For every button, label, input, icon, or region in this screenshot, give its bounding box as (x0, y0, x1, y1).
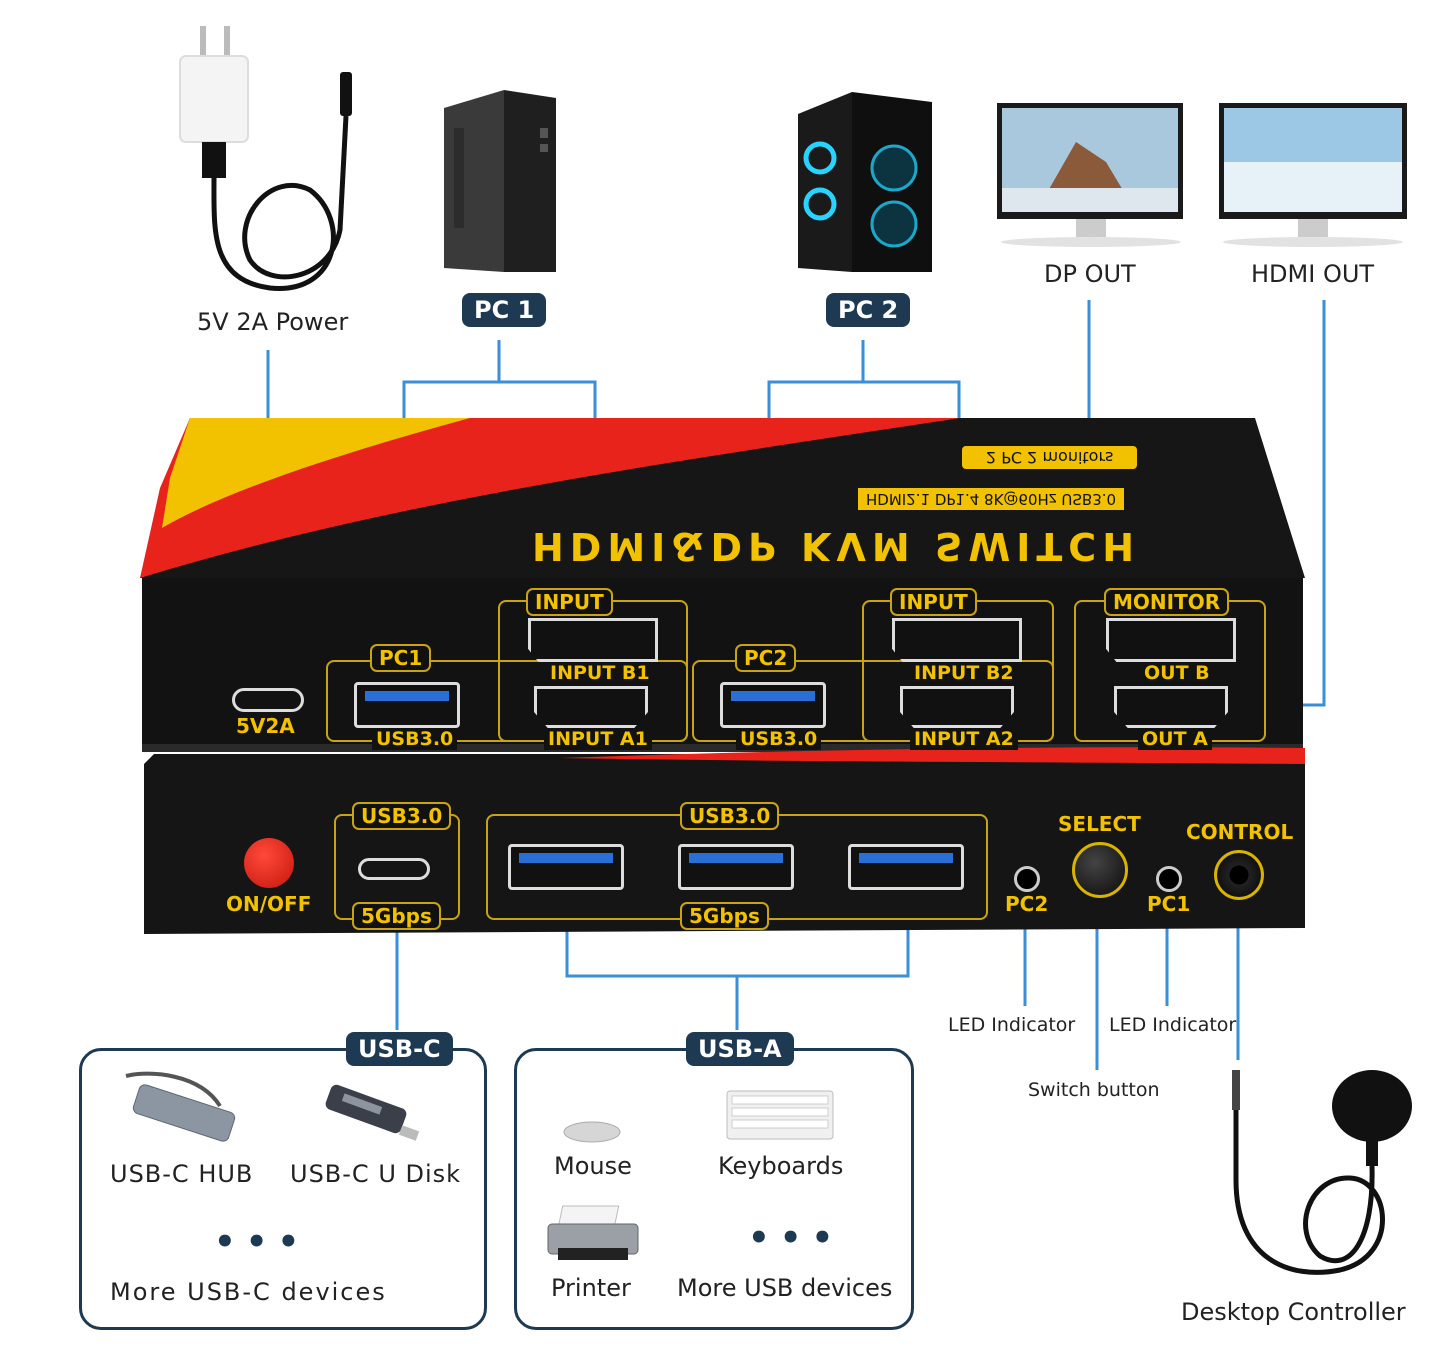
pc2-group-label: PC2 (735, 644, 797, 672)
pc2-input-label: INPUT (890, 588, 977, 616)
usb-pc2-label: USB3.0 (736, 728, 822, 750)
usb-c-hub-label: USB-C HUB (110, 1160, 254, 1188)
led-indicator-left-label: LED Indicator (948, 1014, 1076, 1036)
usb3-pc1-port[interactable] (354, 682, 460, 728)
hdmi-input-a1-port[interactable] (534, 686, 648, 728)
power-port-label: 5V2A (236, 714, 295, 738)
power-label: 5V 2A Power (197, 308, 349, 336)
hdmi-out-a-port[interactable] (1114, 686, 1228, 728)
input-a1-label: INPUT A1 (544, 728, 652, 750)
usbc-top-label: USB3.0 (352, 802, 452, 830)
usb-c-tag: USB-C (346, 1032, 453, 1066)
more-dots-icon: ••• (214, 1222, 310, 1262)
monitor-group-label: MONITOR (1104, 588, 1230, 616)
pc2-led-label: PC2 (1005, 892, 1049, 916)
pc1-group-label: PC1 (370, 644, 432, 672)
dp-out-b-port[interactable] (1106, 618, 1236, 662)
usb-c-front-port[interactable] (358, 858, 430, 880)
control-label: CONTROL (1186, 820, 1294, 844)
power-button[interactable] (244, 838, 294, 888)
usb-c-hub-icon (120, 1070, 240, 1150)
kvm-switch-device: HDMI&DP KVM SWITCH HDMI2.1 DP1.4 8K@60Hz… (140, 418, 1305, 938)
input-b2-label: INPUT B2 (910, 662, 1018, 684)
hdmi-monitor-icon (1218, 102, 1408, 250)
switch-button-label: Switch button (1028, 1079, 1160, 1101)
printer-icon (544, 1200, 644, 1268)
dp-monitor-icon (996, 102, 1186, 250)
dp-out-label: DP OUT (1044, 260, 1136, 288)
pc2-tower-icon (796, 88, 936, 274)
pc2-led (1014, 866, 1040, 892)
pc1-tag: PC 1 (462, 293, 547, 327)
usb-a-tag: USB-A (686, 1032, 794, 1066)
select-button[interactable] (1072, 842, 1128, 898)
more-usb-c-label: More USB-C devices (110, 1278, 387, 1306)
usb-a-front-port-1[interactable] (508, 844, 624, 890)
desktop-controller-icon (1220, 1060, 1420, 1290)
usb-pc1-label: USB3.0 (372, 728, 458, 750)
hdmi-input-a2-port[interactable] (900, 686, 1014, 728)
select-label: SELECT (1058, 812, 1141, 836)
usba-bottom-label: 5Gbps (680, 902, 769, 930)
more-usb-dots-icon: ••• (748, 1218, 844, 1258)
power-adapter-icon (170, 20, 360, 310)
on-off-label: ON/OFF (226, 892, 312, 916)
hdmi-out-label: HDMI OUT (1251, 260, 1375, 288)
pc1-tower-icon (442, 88, 560, 274)
out-a-label: OUT A (1138, 728, 1212, 750)
usb-a-front-port-2[interactable] (678, 844, 794, 890)
printer-label: Printer (551, 1274, 631, 1302)
input-b1-label: INPUT B1 (546, 662, 654, 684)
input-a2-label: INPUT A2 (910, 728, 1018, 750)
device-title: HDMI&DP KVM SWITCH (532, 524, 1140, 568)
pc2-tag: PC 2 (826, 293, 911, 327)
keyboard-icon (726, 1090, 834, 1142)
pc1-input-label: INPUT (526, 588, 613, 616)
spec-badge: HDMI2.1 DP1.4 8K@60Hz USB3.0 (858, 488, 1125, 510)
dp-input-b2-port[interactable] (892, 618, 1022, 662)
usb-a-devices-panel (514, 1048, 914, 1330)
usb-c-udisk-icon (318, 1082, 428, 1152)
pc1-led (1156, 866, 1182, 892)
pc1-led-label: PC1 (1147, 892, 1191, 916)
usba-top-label: USB3.0 (680, 802, 780, 830)
more-usb-label: More USB devices (677, 1274, 893, 1302)
control-jack[interactable] (1214, 850, 1264, 900)
out-b-label: OUT B (1140, 662, 1214, 684)
desktop-controller-label: Desktop Controller (1181, 1298, 1406, 1326)
led-indicator-right-label: LED Indicator (1109, 1014, 1237, 1036)
monitors-badge: 2 PC 2 monitors (962, 446, 1138, 469)
usb-c-power-port[interactable] (232, 688, 304, 712)
mouse-icon (562, 1118, 626, 1146)
usb-a-front-port-3[interactable] (848, 844, 964, 890)
mouse-label: Mouse (554, 1152, 632, 1180)
usb-c-udisk-label: USB-C U Disk (290, 1160, 462, 1188)
dp-input-b1-port[interactable] (528, 618, 658, 662)
keyboards-label: Keyboards (718, 1152, 844, 1180)
usb3-pc2-port[interactable] (720, 682, 826, 728)
usbc-bottom-label: 5Gbps (352, 902, 441, 930)
